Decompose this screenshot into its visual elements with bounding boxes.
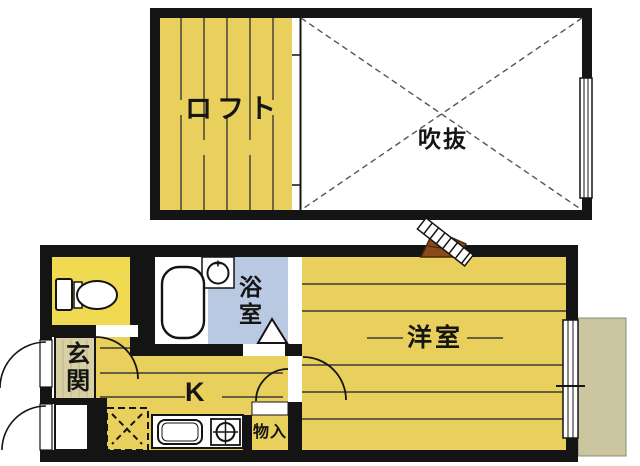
room-window bbox=[556, 319, 585, 439]
loft-plan bbox=[150, 8, 593, 220]
void-cross-lines bbox=[300, 17, 583, 211]
storeroom bbox=[54, 403, 89, 451]
closet-door bbox=[251, 401, 289, 416]
main-plan bbox=[0, 216, 627, 462]
storeroom-door bbox=[1, 403, 53, 451]
toilet-icon bbox=[55, 278, 118, 311]
kitchen-label: K bbox=[185, 377, 205, 407]
western-room-floor bbox=[302, 257, 566, 450]
western-room-planks bbox=[302, 283, 566, 420]
loft-ladder-icon bbox=[416, 216, 475, 268]
closet-floor bbox=[252, 415, 288, 450]
stove-icon bbox=[210, 418, 241, 446]
entrance-door bbox=[0, 339, 53, 389]
bathroom bbox=[155, 256, 289, 344]
room-door-swing bbox=[302, 356, 347, 401]
loft-floor-planks bbox=[180, 18, 274, 210]
loft-edge-ticks bbox=[292, 54, 300, 186]
wall-toilet-bath bbox=[130, 257, 155, 356]
loft-label: ロフト bbox=[185, 94, 281, 124]
kitchen-counter bbox=[151, 414, 244, 449]
western-room-label: 洋室 bbox=[406, 324, 463, 352]
balcony bbox=[577, 317, 627, 457]
bathroom-door-opening bbox=[243, 344, 285, 356]
folding-door-triangle-icon bbox=[256, 317, 289, 344]
loft-floor bbox=[160, 18, 292, 210]
entrance-label: 玄関 bbox=[61, 341, 89, 395]
kitchen-door-swing bbox=[255, 368, 289, 402]
void-label: 吹抜 bbox=[418, 126, 468, 152]
wall-counter-closet bbox=[243, 415, 252, 450]
wall-beside-storeroom bbox=[88, 402, 107, 450]
sink-icon bbox=[157, 419, 203, 445]
loft-edge-strip bbox=[292, 18, 300, 210]
room-door-opening bbox=[288, 356, 302, 402]
entrance-area bbox=[54, 336, 96, 401]
closet-label: 物入 bbox=[252, 424, 287, 441]
bathroom-label: 浴室 bbox=[235, 275, 262, 329]
wall-below-entrance bbox=[52, 398, 107, 404]
toilet-door-swing bbox=[95, 336, 139, 380]
bathtub-icon bbox=[160, 265, 206, 340]
washbasin-icon bbox=[201, 256, 235, 289]
toilet-door-opening bbox=[96, 325, 138, 337]
refrigerator-space-icon bbox=[106, 407, 149, 451]
loft-window bbox=[579, 77, 593, 199]
